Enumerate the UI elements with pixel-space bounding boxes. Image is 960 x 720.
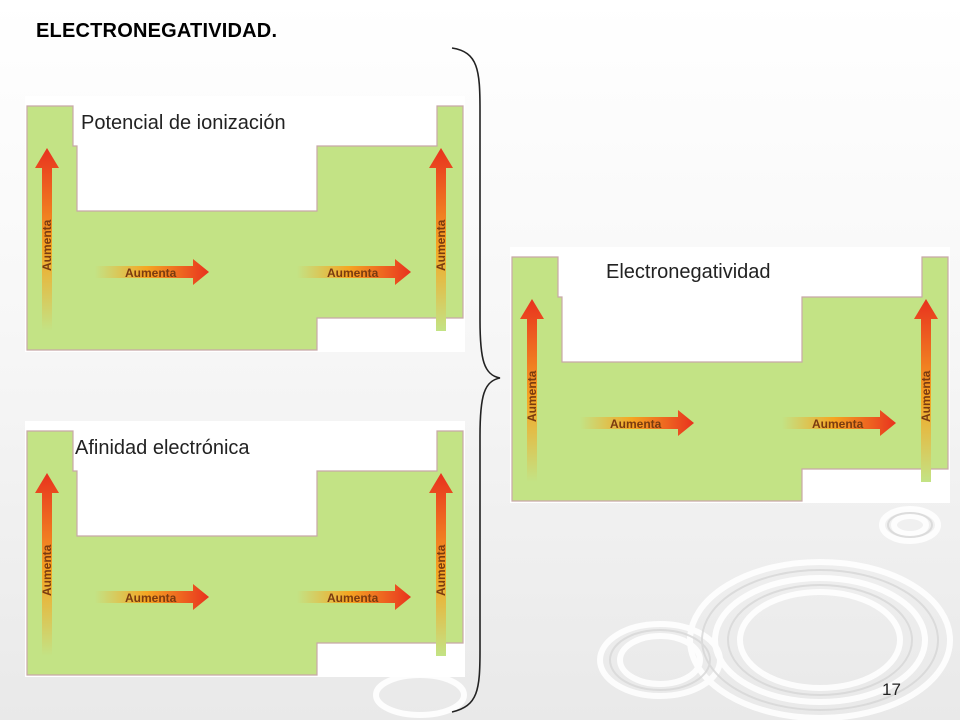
arrow-label: Aumenta	[125, 266, 177, 280]
panel-label-affinity: Afinidad electrónica	[75, 437, 250, 459]
panel-label-electronegativity: Electronegatividad	[606, 261, 771, 283]
vertical-increase-arrow-right: Aumenta	[914, 299, 938, 482]
arrow-label: Aumenta	[610, 417, 662, 431]
vertical-increase-arrow-right: Aumenta	[429, 473, 453, 656]
arrow-label: Aumenta	[434, 219, 448, 271]
vertical-increase-arrow-right: Aumenta	[429, 148, 453, 331]
panel-label-ionization: Potencial de ionización	[81, 112, 286, 134]
arrow-label: Aumenta	[812, 417, 864, 431]
vertical-increase-arrow-left: Aumenta	[35, 473, 59, 656]
arrow-label: Aumenta	[434, 544, 448, 596]
horizontal-increase-arrow-right: Aumenta	[782, 410, 896, 436]
arrow-label: Aumenta	[125, 591, 177, 605]
arrow-label: Aumenta	[40, 219, 54, 271]
arrow-label: Aumenta	[919, 370, 933, 422]
horizontal-increase-arrow-right: Aumenta	[297, 259, 411, 285]
page-number: 17	[882, 680, 901, 699]
periodic-table-outline	[26, 430, 464, 676]
arrow-label: Aumenta	[327, 266, 379, 280]
horizontal-increase-arrow-right: Aumenta	[297, 584, 411, 610]
arrow-label: Aumenta	[525, 370, 539, 422]
vertical-increase-arrow-left: Aumenta	[35, 148, 59, 331]
horizontal-increase-arrow-left: Aumenta	[95, 259, 209, 285]
periodic-table-outline	[26, 105, 464, 351]
slide-title: ELECTRONEGATIVIDAD.	[36, 20, 278, 42]
horizontal-increase-arrow-left: Aumenta	[95, 584, 209, 610]
periodic-table-outline	[511, 256, 949, 502]
horizontal-increase-arrow-left: Aumenta	[580, 410, 694, 436]
arrow-label: Aumenta	[40, 544, 54, 596]
vertical-increase-arrow-left: Aumenta	[520, 299, 544, 482]
arrow-label: Aumenta	[327, 591, 379, 605]
